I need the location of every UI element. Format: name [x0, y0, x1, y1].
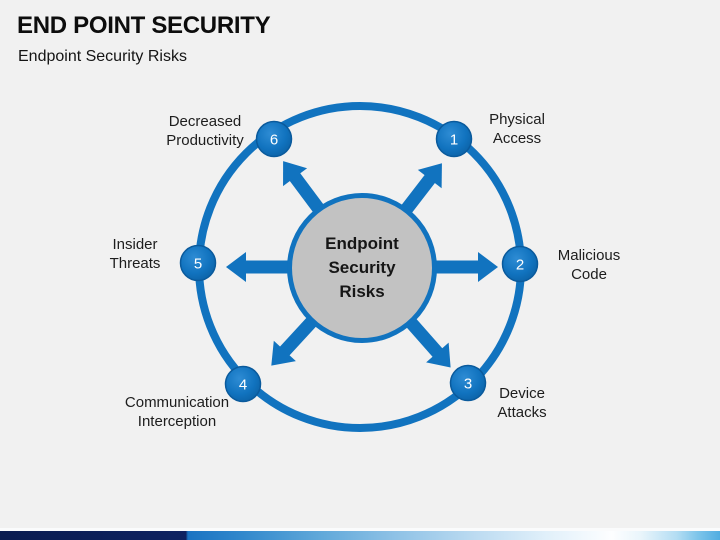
node-circle-2: [501, 245, 539, 283]
center-label-line3: Risks: [339, 282, 385, 301]
node-number-5: 5: [194, 256, 202, 273]
node-number-3: 3: [464, 376, 472, 393]
node-circle-4: [224, 365, 262, 403]
node-3: 3: [449, 364, 487, 402]
node-label-4: Communication Interception: [124, 394, 230, 430]
center-label-line1: Endpoint: [325, 234, 399, 253]
node-number-2: 2: [516, 257, 524, 274]
center-circle: [287, 193, 437, 343]
node-label-2: Malicious Code: [557, 247, 621, 283]
node-label-5: Insider Threats: [109, 236, 161, 272]
node-circle-5: [179, 244, 217, 282]
node-number-6: 6: [270, 132, 278, 149]
node-2: 2: [501, 245, 539, 283]
node-1: 1: [435, 120, 473, 158]
center-label: Endpoint Security Risks: [287, 232, 437, 304]
bottom-bar-gradient: [0, 531, 720, 540]
node-label-6: Decreased Productivity: [166, 113, 244, 149]
center-label-line2: Security: [328, 258, 396, 277]
slide-subtitle: Endpoint Security Risks: [18, 48, 187, 65]
node-circle-1: [435, 120, 473, 158]
node-number-4: 4: [239, 377, 247, 394]
node-6: 6: [255, 120, 293, 158]
node-circle-3: [449, 364, 487, 402]
node-circle-6: [255, 120, 293, 158]
node-number-1: 1: [450, 132, 458, 149]
numbered-nodes: 1 2 3 4 5 6: [179, 120, 539, 403]
bottom-bar: [0, 528, 720, 540]
node-5: 5: [179, 244, 217, 282]
node-4: 4: [224, 365, 262, 403]
bottom-bar-highlight: [0, 528, 720, 531]
node-label-1: Physical Access: [489, 111, 545, 147]
node-label-3: Device Attacks: [497, 385, 547, 421]
slide-title: END POINT SECURITY: [17, 12, 271, 39]
